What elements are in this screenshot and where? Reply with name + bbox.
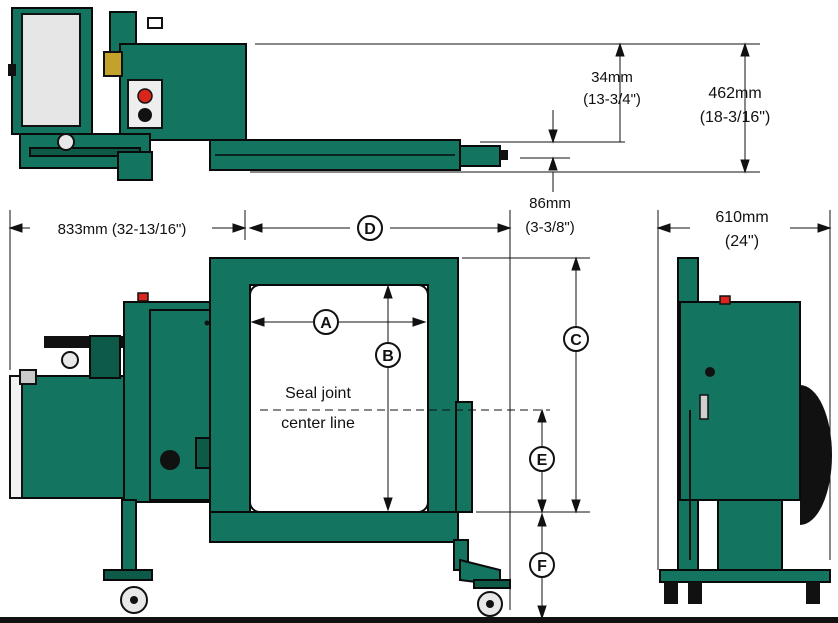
label-C: C — [570, 332, 582, 349]
side-view: 610mm (24") — [656, 209, 832, 604]
dim-86mm: 86mm — [529, 195, 571, 212]
side-main-body — [679, 301, 801, 501]
label-B: B — [382, 348, 394, 365]
top-red-button — [137, 88, 153, 104]
side-caster-2 — [688, 582, 702, 604]
label-C-circle — [563, 326, 589, 352]
front-motor — [89, 335, 121, 379]
top-arm-cap — [500, 150, 508, 160]
dim-86mm-inches: (3-3/8") — [525, 219, 575, 236]
top-roller — [57, 133, 75, 151]
top-coupling — [103, 51, 123, 77]
side-estop — [719, 295, 731, 305]
seal-joint-label-line1: Seal joint — [285, 385, 351, 402]
side-caster-3 — [806, 582, 820, 604]
front-arch-side-post — [455, 401, 473, 513]
top-view: 34mm (13-3/4") 462mm (18-3/16") 86mm (3-… — [8, 7, 771, 236]
front-leg-left — [121, 499, 137, 571]
dim-34mm: 34mm — [591, 69, 633, 86]
label-E: E — [537, 452, 548, 469]
front-view: 833mm (32-13/16") D — [8, 210, 590, 620]
label-F-circle — [529, 552, 555, 578]
top-black-button — [138, 108, 152, 122]
side-base — [659, 569, 831, 583]
dim-462mm: 462mm — [708, 85, 761, 102]
label-D-circle — [357, 215, 383, 241]
label-F: F — [537, 558, 547, 575]
dim-610mm: 610mm — [715, 209, 768, 226]
top-mast-tab — [147, 17, 163, 29]
seal-joint-label-line2: center line — [281, 415, 355, 432]
floor-line — [0, 617, 838, 623]
side-stand — [717, 499, 783, 571]
top-coil-reel — [21, 13, 81, 127]
side-caster-1 — [664, 582, 678, 604]
front-arch-base — [209, 511, 459, 543]
front-coil-box — [13, 375, 125, 499]
label-D: D — [364, 221, 376, 238]
dim-610mm-inches: (24") — [725, 233, 759, 250]
label-A: A — [320, 315, 332, 332]
front-knob — [61, 351, 79, 369]
dim-462mm-inches: (18-3/16") — [700, 109, 771, 126]
dim-34mm-inches: (13-3/4") — [583, 91, 641, 108]
label-A-circle — [313, 309, 339, 335]
top-coil-handle — [8, 64, 16, 76]
top-arm-tip — [459, 145, 501, 167]
front-estop — [137, 292, 149, 302]
front-coil-guard — [9, 375, 23, 499]
label-E-circle — [529, 446, 555, 472]
top-foot-block — [117, 151, 153, 181]
front-spool-hub — [160, 450, 180, 470]
side-coil — [800, 385, 832, 525]
dim-833mm: 833mm (32-13/16") — [58, 221, 187, 238]
label-B-circle — [375, 342, 401, 368]
